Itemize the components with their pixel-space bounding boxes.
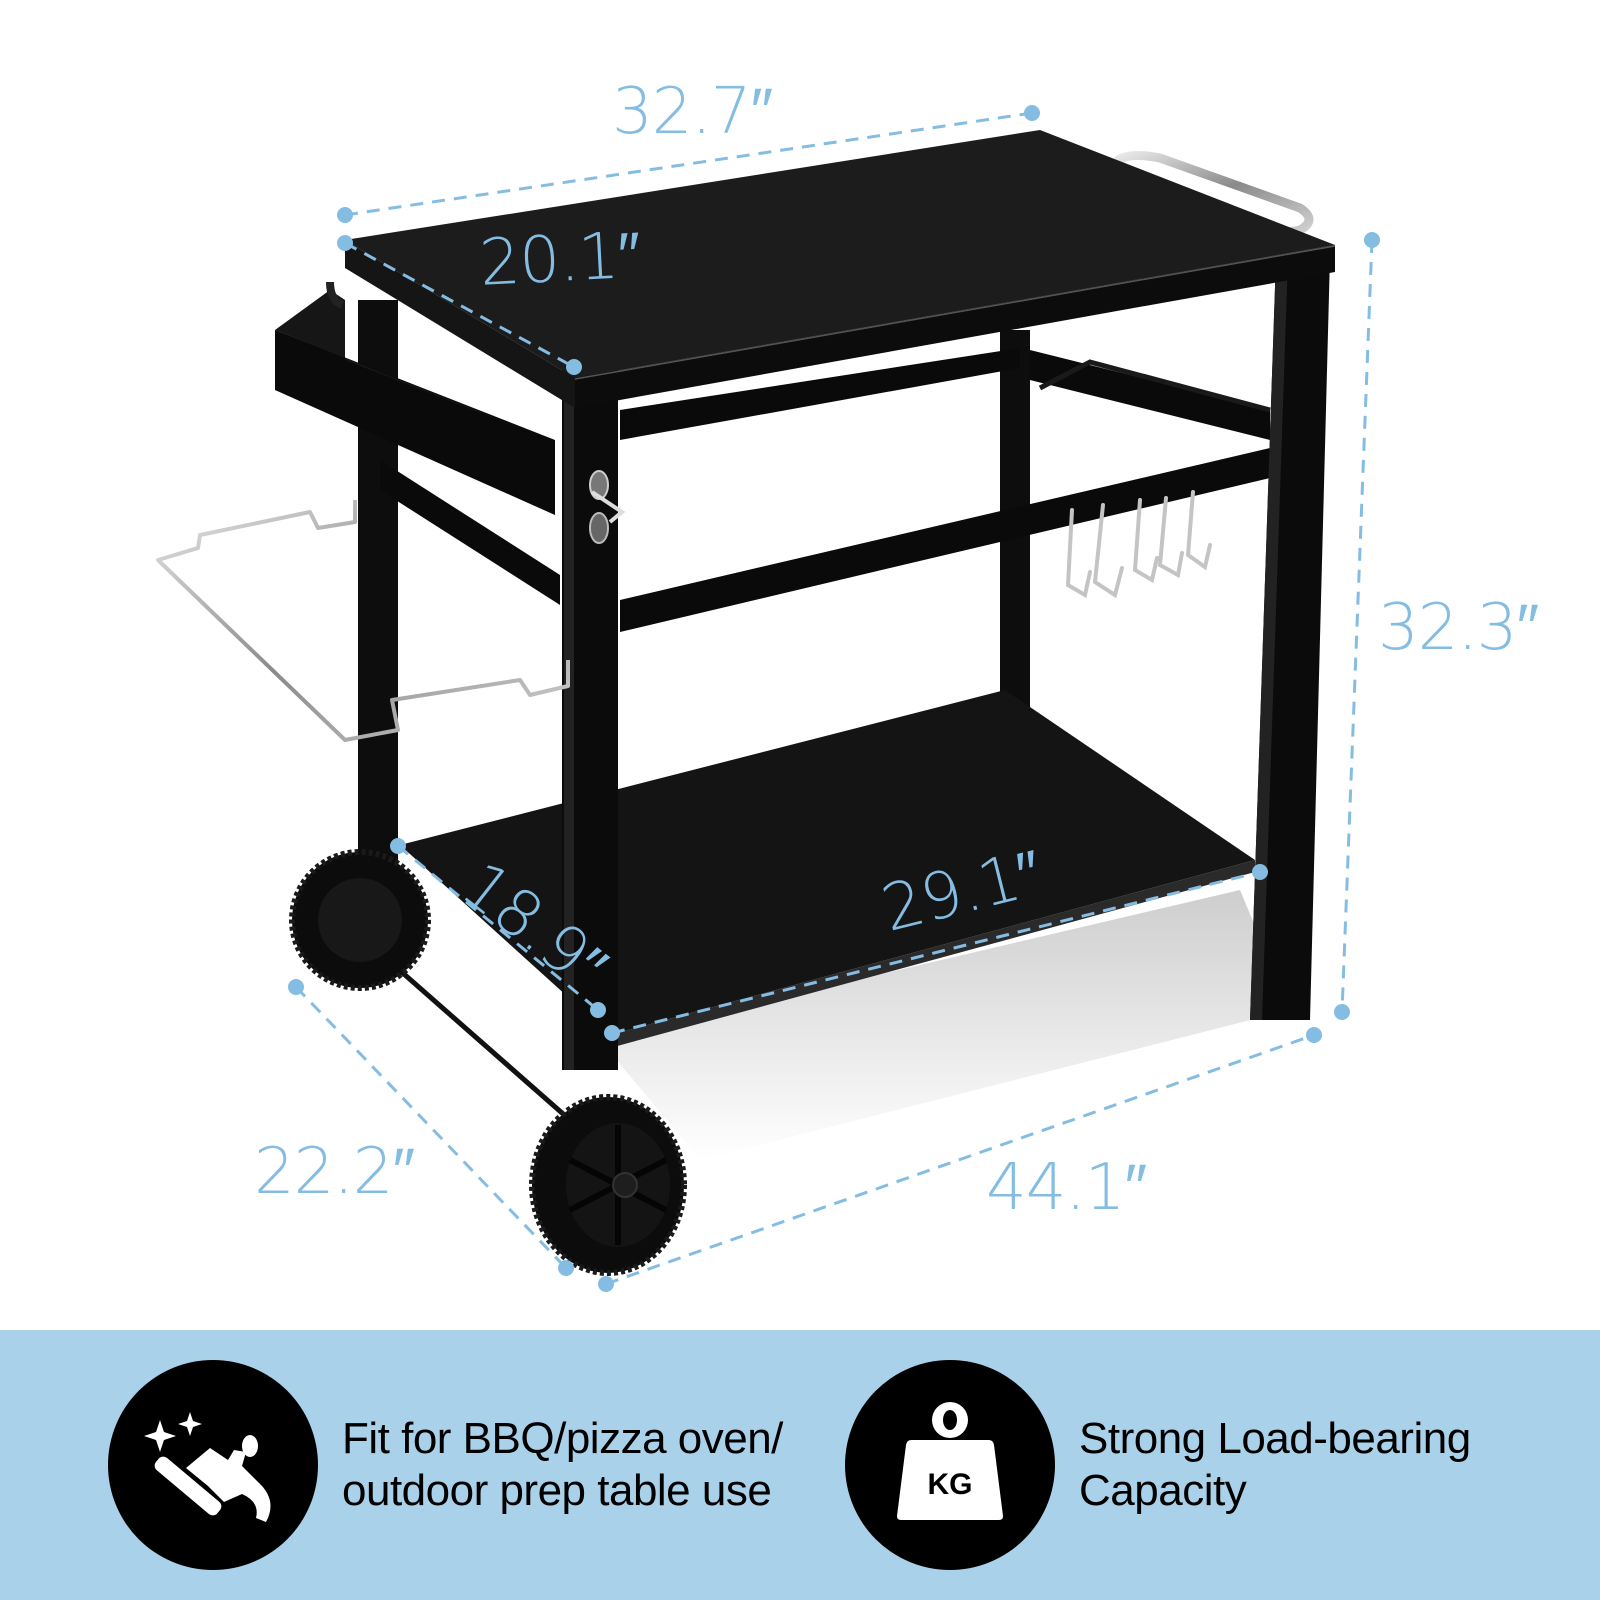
spatula-sparkle-icon [108,1360,318,1570]
side-tray [275,330,555,515]
feature-use: Fit for BBQ/pizza oven/ outdoor prep tab… [108,1330,783,1600]
upper-front-bar [620,348,1020,440]
middle-front-bar [620,448,1270,632]
upper-side-bar [1030,350,1270,440]
utensil-hooks [1065,490,1212,599]
side-handle [1113,150,1314,237]
feature-load-text: Strong Load-bearing Capacity [1079,1414,1471,1515]
axle [386,958,572,1122]
table-top [345,130,1335,378]
features-banner: Fit for BBQ/pizza oven/ outdoor prep tab… [0,1330,1600,1600]
dimension-top-depth: 20.1″ [477,218,642,301]
wire-rack [156,500,570,742]
table-top-side-edge [345,240,575,408]
svg-text:KG: KG [928,1468,973,1501]
left-rear-wheel [289,849,431,991]
table-top-front-edge [575,245,1335,408]
bottle-opener [589,470,626,544]
feature-load: KG Strong Load-bearing Capacity [845,1330,1471,1600]
dimension-lines [294,111,1374,1286]
dimension-overall-depth: 22.2″ [254,1135,415,1209]
kg-weight-icon: KG [845,1360,1055,1570]
dimension-overall-width: 44.1″ [986,1151,1147,1225]
front-wheel [529,1094,687,1276]
feature-use-text: Fit for BBQ/pizza oven/ outdoor prep tab… [342,1414,783,1515]
dimension-top-width: 32.7″ [612,75,773,149]
side-rod [1038,359,1271,413]
floor-shadow [600,890,1290,1160]
grill-cart-drawing [156,105,1380,1292]
left-side-bar [380,460,560,605]
dimension-endpoints [288,105,1380,1292]
dimension-overall-height: 32.3″ [1378,591,1539,665]
product-illustration: 32.7″ 20.1″ 32.3″ 18.9″ 29.1″ 22.2″ 44.1… [156,75,1539,1292]
